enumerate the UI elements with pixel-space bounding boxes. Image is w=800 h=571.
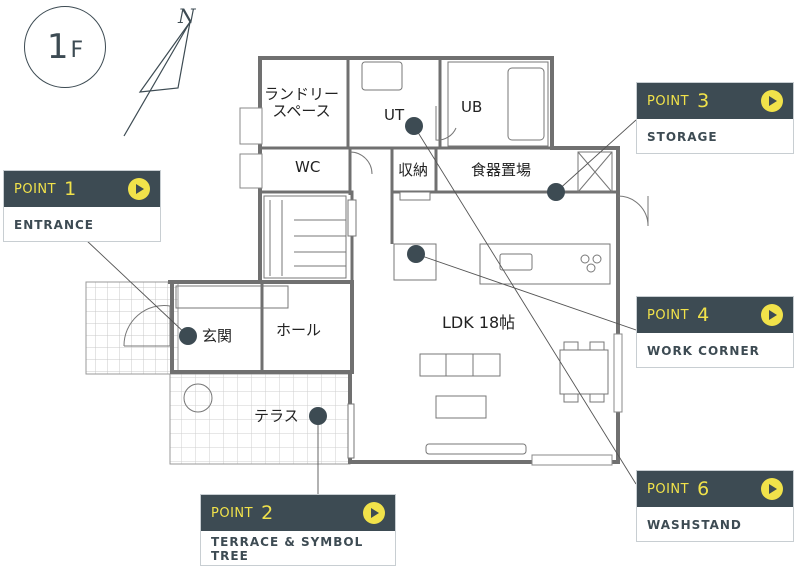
floor-badge: 1 F [24,6,106,88]
point-number: 6 [697,478,710,500]
point-card-work-corner[interactable]: POINT 4 WORK CORNER [636,296,794,368]
room-wc: WC [295,158,321,176]
room-pantry: 食器置場 [471,161,532,179]
marker-work [407,245,425,263]
point-label: ENTRANCE [14,218,94,232]
point-card-storage[interactable]: POINT 3 STORAGE [636,82,794,154]
room-laundry-label: ランドリースペース [264,85,340,121]
point-label: STORAGE [647,130,718,144]
point-card-header: POINT 3 [637,83,793,119]
point-word: POINT [14,181,57,197]
room-entrance: 玄関 [202,327,233,345]
play-icon[interactable] [761,478,783,500]
entrance-porch [85,281,179,375]
point-card-header: POINT 1 [4,171,160,207]
marker-terrace [309,407,327,425]
play-icon[interactable] [761,90,783,112]
point-card-entrance[interactable]: POINT 1 ENTRANCE [3,170,161,242]
point-word: POINT [647,481,690,497]
point-label: TERRACE & SYMBOL TREE [211,535,364,563]
point-number: 4 [697,304,710,326]
marker-washstand [405,117,423,135]
point-card-header: POINT 2 [201,495,395,531]
point-number: 1 [64,178,77,200]
compass-icon [123,21,191,137]
play-icon[interactable] [128,178,150,200]
point-word: POINT [647,307,690,323]
marker-storage [547,183,565,201]
floor-suffix: F [70,37,84,63]
point-label: WORK CORNER [647,344,760,358]
point-card-header: POINT 6 [637,471,793,507]
point-word: POINT [211,505,254,521]
room-ut: UT [384,106,405,124]
marker-entrance [179,327,197,345]
play-icon[interactable] [761,304,783,326]
room-hall: ホール [276,321,322,339]
point-card-terrace[interactable]: POINT 2 TERRACE & SYMBOL TREE [200,494,396,566]
room-terrace: テラス [254,407,299,425]
floor-number: 1 [46,27,69,67]
point-number: 2 [261,502,274,524]
room-ldk: LDK 18帖 [442,313,516,332]
point-card-washstand[interactable]: POINT 6 WASHSTAND [636,470,794,542]
room-laundry: ランドリースペース [264,85,340,121]
point-label: WASHSTAND [647,518,742,532]
room-ub: UB [461,98,483,116]
north-label: N [178,4,196,28]
play-icon[interactable] [363,502,385,524]
point-word: POINT [647,93,690,109]
point-number: 3 [697,90,710,112]
point-card-header: POINT 4 [637,297,793,333]
room-storage: 収納 [398,161,429,179]
